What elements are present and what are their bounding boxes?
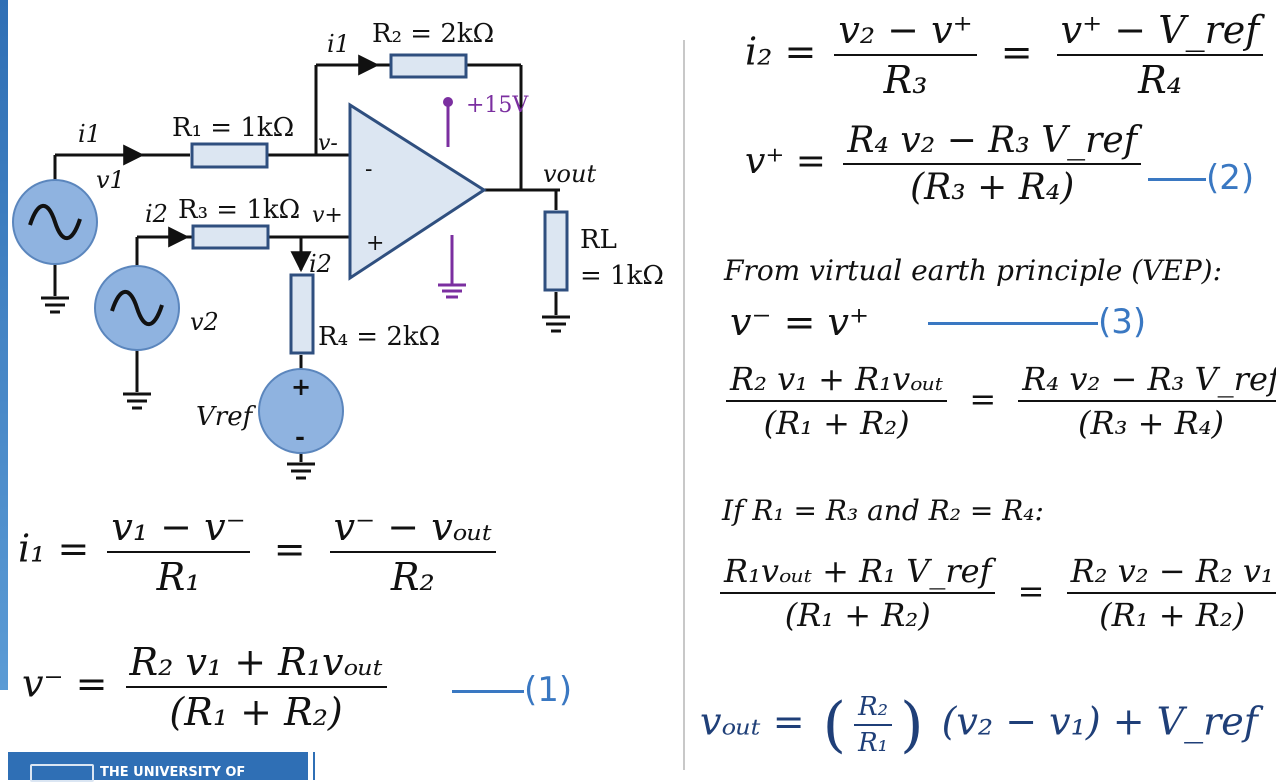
eq-vplus-den: (R₃ + R₄) xyxy=(910,167,1075,208)
equation-combined: R₂ v₁ + R₁vₒᵤₜ(R₁ + R₂) = R₄ v₂ − R₃ V_r… xyxy=(720,360,1276,442)
university-logo-bar xyxy=(8,752,308,780)
university-logo-text: THE UNIVERSITY OF xyxy=(100,765,246,780)
dc-source-vref xyxy=(258,368,344,454)
eq-combined-den1: (R₁ + R₂) xyxy=(763,404,910,442)
op-amp-plus-sign: + xyxy=(366,231,384,256)
condition-note: If R₁ = R₃ and R₂ = R₄: xyxy=(722,494,1044,527)
tag-3-text: (3) xyxy=(1098,302,1147,342)
eq-combined-den2: (R₃ + R₄) xyxy=(1078,404,1224,442)
vep-note: From virtual earth principle (VEP): xyxy=(724,254,1223,287)
vout-label: vout xyxy=(543,160,596,188)
r2-label: R₂ = 2kΩ xyxy=(372,19,494,49)
tag-2-text: (2) xyxy=(1206,158,1255,198)
ac-source-v1 xyxy=(12,179,98,265)
ground-symbols xyxy=(41,296,570,480)
r3-label: R₃ = 1kΩ xyxy=(178,195,300,225)
equation-tag-1: (1) xyxy=(452,670,572,710)
op-amp-triangle xyxy=(348,102,487,281)
eq-final-rhs: (v₂ − v₁) + V_ref xyxy=(941,699,1258,744)
eq-sub-num2: R₂ v₂ − R₂ v₁ xyxy=(1066,552,1276,594)
eq-i2-den2: R₄ xyxy=(1138,58,1182,102)
university-crest-icon xyxy=(30,764,94,782)
column-divider xyxy=(683,40,685,770)
eq-i1-lhs: i₁ = xyxy=(18,526,90,571)
eq-sub-equals: = xyxy=(1017,571,1045,610)
eq-sub-den2: (R₁ + R₂) xyxy=(1099,596,1246,634)
equation-v-minus: v⁻ = R₂ v₁ + R₁vₒᵤₜ(R₁ + R₂) xyxy=(22,640,393,734)
op-amp-minus-sign: - xyxy=(365,157,372,182)
rl-label-bottom: = 1kΩ xyxy=(580,261,664,291)
eq-final-frac-den: R₁ xyxy=(858,728,889,758)
v-minus-label: v- xyxy=(318,131,338,156)
supply-terminal-dot xyxy=(443,97,453,107)
resistor-r2 xyxy=(389,53,468,79)
eq-combined-num1: R₂ v₁ + R₁vₒᵤₜ xyxy=(726,360,948,402)
eq-vminus-den: (R₁ + R₂) xyxy=(169,690,343,734)
eq-vminus-lhs: v⁻ = xyxy=(22,661,108,706)
i2-down-label: i2 xyxy=(309,250,332,278)
tag-1-text: (1) xyxy=(524,670,573,710)
equation-tag-2: (2) xyxy=(1148,158,1254,198)
eq-i1-num2: v⁻ − vₒᵤₜ xyxy=(329,505,496,553)
eq-i2-equals: = xyxy=(1000,29,1033,74)
vref-plus-sign: + xyxy=(291,372,311,401)
resistor-r3 xyxy=(191,224,270,250)
rl-label-top: RL xyxy=(580,225,617,255)
equation-tag-3: (3) xyxy=(928,302,1146,342)
eq-i2-den1: R₃ xyxy=(883,58,928,102)
r4-label: R₄ = 2kΩ xyxy=(318,322,440,352)
equation-v-plus: v⁺ = R₄ v₂ − R₃ V_ref(R₃ + R₄) xyxy=(745,120,1147,208)
i1-top-label: i1 xyxy=(327,30,350,58)
eq-combined-num2: R₄ v₂ − R₃ V_ref xyxy=(1018,360,1276,402)
resistor-r1 xyxy=(190,142,269,169)
eq-vplus-num: R₄ v₂ − R₃ V_ref xyxy=(843,120,1142,165)
eq-i1-equals: = xyxy=(273,526,306,571)
eq-i2-num1: v₂ − v⁺ xyxy=(834,8,977,56)
eq-i1-num1: v₁ − v⁻ xyxy=(107,505,250,553)
eq-i2-lhs: i₂ = xyxy=(745,29,817,74)
footer-divider xyxy=(313,752,315,780)
equation-vep: v⁻ = v⁺ xyxy=(730,300,870,344)
v1-label: v1 xyxy=(96,166,125,194)
eq-final-lhs: vₒᵤₜ = xyxy=(700,699,805,744)
resistor-r4 xyxy=(289,273,315,355)
ac-source-v2 xyxy=(94,265,180,351)
eq-final-frac-num: R₂ xyxy=(854,692,893,726)
vref-label: Vref xyxy=(196,402,257,432)
i1-left-label: i1 xyxy=(78,120,101,148)
eq-i2-num2: v⁺ − V_ref xyxy=(1056,8,1264,56)
v2-label: v2 xyxy=(190,308,219,336)
i2-left-label: i2 xyxy=(145,200,168,228)
r1-label: R₁ = 1kΩ xyxy=(172,113,294,143)
eq-i1-den1: R₁ xyxy=(156,555,201,599)
resistor-rl xyxy=(543,210,569,292)
slide-left-accent-bar xyxy=(0,0,8,690)
eq-combined-equals: = xyxy=(969,379,997,418)
supply-voltage-label: +15V xyxy=(466,93,529,118)
equation-substituted: R₁vₒᵤₜ + R₁ V_ref(R₁ + R₂) = R₂ v₂ − R₂ … xyxy=(714,552,1276,634)
difference-amplifier-circuit: - + +15V + - R₂ = 2kΩ R₁ = 1kΩ R₃ = 1kΩ … xyxy=(12,19,664,480)
eq-sub-den1: (R₁ + R₂) xyxy=(784,596,931,634)
eq-i1-den2: R₂ xyxy=(390,555,435,599)
eq-vplus-lhs: v⁺ = xyxy=(745,141,826,182)
eq-vminus-num: R₂ v₁ + R₁vₒᵤₜ xyxy=(125,640,387,688)
eq-sub-num1: R₁vₒᵤₜ + R₁ V_ref xyxy=(720,552,996,594)
v-plus-label: v+ xyxy=(312,203,343,228)
vref-minus-sign: - xyxy=(295,422,305,451)
